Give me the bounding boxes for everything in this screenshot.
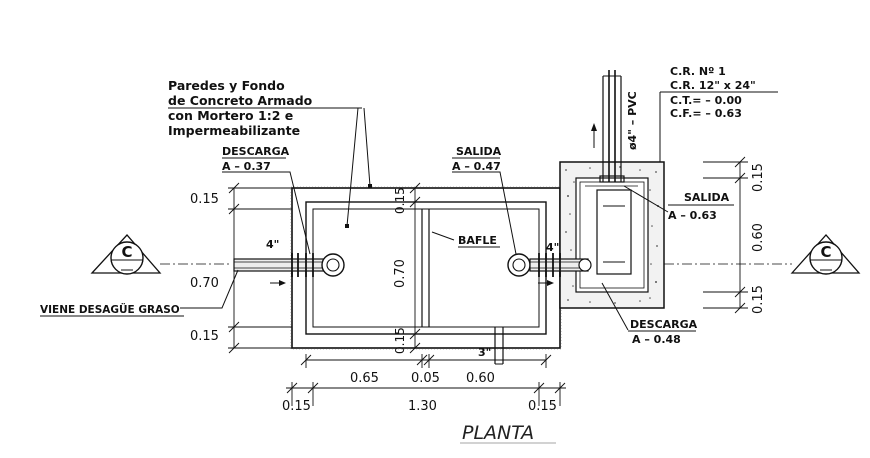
salida-trap-level: A – 0.47 [452,160,501,173]
baffle-label: BAFLE [458,234,497,247]
pvc-label: ø4" – PVC [626,91,639,150]
salida-box-label: SALIDA [684,191,730,204]
wall-note: Paredes y Fondo de Concreto Armado con M… [168,78,362,138]
note-line-4: Impermeabilizante [168,123,300,138]
dim-overall-3: 0.15 [528,399,557,414]
section-marker-left [90,234,232,275]
dim-inner-bot: 0.15 [393,327,407,354]
descarga-inlet-label: DESCARGA [222,145,290,158]
box-info-cr1: C.R. Nº 1 [670,65,726,78]
pvc-pipe [591,70,625,183]
section-marker-right-label: C [820,243,831,261]
section-marker-right [664,234,861,275]
bottom-pipe-size: 3" [478,346,491,359]
inlet-pipe [233,253,345,286]
dim-bottom-1: 0.65 [350,371,379,386]
box-info-cf: C.F.= – 0.63 [670,107,742,120]
dim-bottom-3: 0.60 [466,371,495,386]
dim-inner-mid: 0.70 [393,259,408,288]
drawing-title: PLANTA [462,422,534,444]
box-info-ct: C.T.= – 0.00 [670,94,742,107]
baffle [421,209,430,327]
descarga-box-level: A – 0.48 [632,333,681,346]
salida-trap-label: SALIDA [456,145,502,158]
descarga-box-label: DESCARGA [630,318,698,331]
note-line-2: de Concreto Armado [168,93,313,108]
dim-bottom-2: 0.05 [411,371,440,386]
dimension-lines [228,156,748,406]
dim-inner-top: 0.15 [393,187,407,214]
inspection-box [559,161,665,309]
viene-desague-label: VIENE DESAGÜE GRASO [40,302,180,316]
dim-right-mid: 0.60 [751,223,766,252]
box-info-cr2: C.R. 12" x 24" [670,79,756,92]
note-line-1: Paredes y Fondo [168,78,285,93]
descarga-inlet-level: A – 0.37 [222,160,271,173]
dim-left-top: 0.15 [190,192,219,207]
dim-right-bot: 0.15 [751,285,766,314]
note-line-3: con Mortero 1:2 e [168,108,293,123]
dim-left-mid: 0.70 [190,276,219,291]
dim-left-bot: 0.15 [190,329,219,344]
box-info: C.R. Nº 1 C.R. 12" x 24" C.T.= – 0.00 C.… [660,65,778,120]
bottom-drain-pipe [494,327,504,365]
dim-overall-2: 1.30 [408,399,437,414]
outlet-pipe [507,253,592,286]
leader-lines [180,92,669,331]
dim-right-top: 0.15 [751,163,766,192]
inlet-pipe-size: 4" [266,238,279,251]
section-marker-left-label: C [121,243,132,261]
salida-box-level: A – 0.63 [668,209,717,222]
outlet-pipe-size: 4" [546,241,559,254]
dim-overall-1: 0.15 [282,399,311,414]
